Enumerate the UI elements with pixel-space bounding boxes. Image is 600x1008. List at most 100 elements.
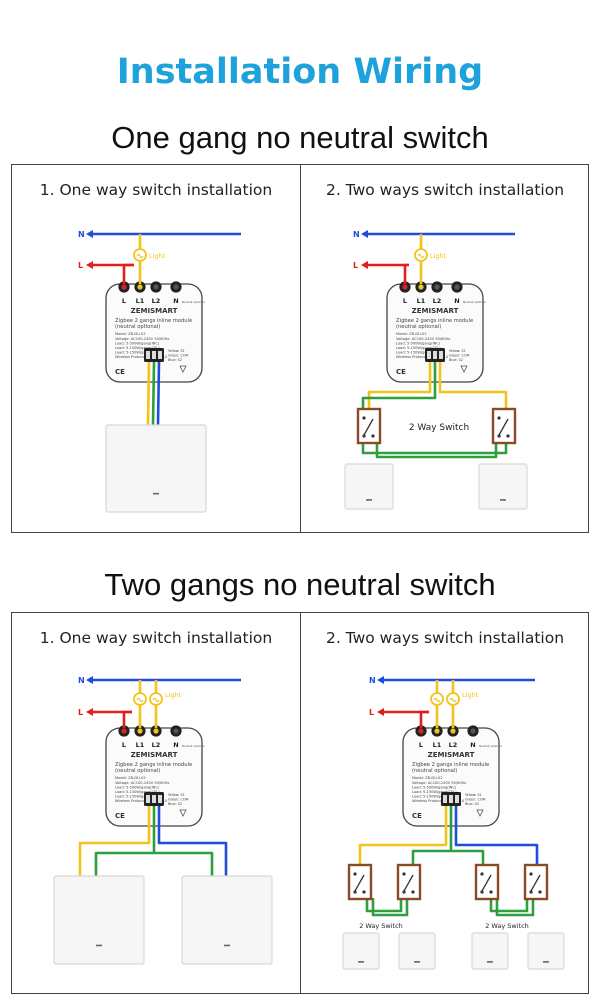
two-way-switch-left-lever <box>363 418 374 436</box>
panel-divider <box>300 165 301 532</box>
wire-legend: Yellow: S1 <box>168 349 185 353</box>
switch-wire-yellow-2 <box>438 362 508 409</box>
terminal-slot <box>443 795 447 803</box>
terminal-l2-core <box>153 728 159 734</box>
bulb-icon-filament <box>433 697 441 703</box>
terminal-slot <box>158 795 162 803</box>
terminal-label: L2 <box>449 741 458 749</box>
brand-logo: ZEMISMART <box>131 307 178 315</box>
two-way-switch-right-contact <box>497 434 501 438</box>
wire-legend: Green: COM <box>168 354 189 358</box>
terminal-label: L1 <box>136 297 145 305</box>
two-way-switch-2-lever <box>403 874 414 892</box>
wire-legend: Blue: S2 <box>465 802 479 806</box>
wall-switch-plate-1-indicator <box>358 961 364 963</box>
switch-label: 2 Way Switch <box>409 423 469 433</box>
wire-legend: Green: COM <box>465 798 486 802</box>
recycle-icon <box>179 809 187 817</box>
terminal-label: L1 <box>136 741 145 749</box>
two-way-switch-right-contact <box>497 416 501 420</box>
wire-legend: Yellow: S1 <box>449 349 466 353</box>
terminal-l-core <box>121 728 127 734</box>
switch-wire-yellow <box>78 806 151 876</box>
terminal-l-core <box>418 728 424 734</box>
ce-mark: CE <box>115 812 125 820</box>
terminal-slot <box>158 351 162 359</box>
bulb-icon-filament <box>152 697 160 703</box>
traveller-wire-left <box>365 898 403 913</box>
module-spec-line: Model: ZB-DU-02 <box>115 776 146 780</box>
traveller-wire-left-2 <box>371 898 409 917</box>
wire-legend: Blue: S2 <box>168 358 182 362</box>
brand-logo: ZEMISMART <box>428 751 475 759</box>
neutral-wire-label: N <box>78 230 85 239</box>
wall-switch-plate-3-indicator <box>487 961 493 963</box>
switch-wire-green <box>151 361 156 426</box>
two-way-switch-1-contact <box>362 890 366 894</box>
module-spec-line: Wireless Protocol: Zigbee 3.0 <box>115 799 168 803</box>
neutral-note: Neutral optional <box>182 744 205 748</box>
wall-switch-plate-left-indicator <box>366 499 372 501</box>
two-way-switch-right-lever <box>498 418 509 436</box>
wall-switch-plate-right-indicator <box>500 499 506 501</box>
panel-title: 1. One way switch installation <box>39 629 273 647</box>
recycle-icon <box>179 365 187 373</box>
module-spec-line: Load: 5-150W/gang(LED) <box>115 351 161 355</box>
neutral-note: Neutral optional <box>182 300 205 304</box>
two-way-switch-right-contact <box>506 434 510 438</box>
two-way-switch-4-contact <box>538 890 542 894</box>
switch-wire-green-2 <box>154 851 214 876</box>
brand-logo: ZEMISMART <box>412 307 459 315</box>
terminal-slot <box>433 351 437 359</box>
switch-label: 2 Way Switch <box>359 922 403 930</box>
switch-wire-green <box>94 806 156 876</box>
terminal-l1-core <box>434 728 440 734</box>
terminal-l2-core <box>450 728 456 734</box>
module-spec-line: (neutral optional) <box>115 768 160 774</box>
terminal-slot <box>146 351 150 359</box>
wire-legend: Green: COM <box>449 354 470 358</box>
wire-legend: Blue: S2 <box>449 358 463 362</box>
module-spec-line: Model: ZB-DU-02 <box>412 776 443 780</box>
wall-switch-plate-2-indicator <box>414 961 420 963</box>
terminal-n-core <box>470 728 476 734</box>
two-way-switch-1-lever <box>354 874 365 892</box>
wall-switch-plate-indicator <box>153 492 159 495</box>
traveller-wire-right-2 <box>495 898 535 917</box>
wire-legend: Blue: S2 <box>168 802 182 806</box>
module-spec-line: Zigbee 2 gangs inline module <box>396 318 473 324</box>
ce-mark: CE <box>396 368 406 376</box>
switch-wire-green <box>411 806 453 865</box>
wire-legend: Yellow: S1 <box>168 793 185 797</box>
terminal-slot <box>152 795 156 803</box>
wall-switch-plate-2-indicator <box>224 944 230 947</box>
traveller-wire-right <box>489 898 529 913</box>
light-label: Light <box>430 252 447 260</box>
module-spec-line: Load: 5-500W/gang(INC) <box>115 341 160 345</box>
terminal-slot <box>146 795 150 803</box>
light-label: Light <box>462 691 479 699</box>
wall-switch-plate <box>105 424 207 513</box>
live-wire-label: L <box>78 261 83 270</box>
terminal-label: L <box>419 741 423 749</box>
bulb-icon-filament <box>136 253 144 259</box>
two-way-switch-1-contact <box>353 872 357 876</box>
module-spec-line: Wireless Protocol: Zigbee 3.0 <box>115 355 168 359</box>
wire-legend: Green: COM <box>168 798 189 802</box>
module-spec-line: Zigbee 2 gangs inline module <box>412 762 489 768</box>
live-wire <box>122 710 132 728</box>
wall-switch-plate-left <box>344 463 394 510</box>
bulb-icon-filament <box>136 697 144 703</box>
two-way-switch-3-lever <box>481 874 492 892</box>
neutral-wire-arrow <box>86 230 93 238</box>
switch-wire-yellow <box>367 362 432 409</box>
two-way-switch-4-contact <box>529 872 533 876</box>
two-way-switch-2-contact <box>402 890 406 894</box>
wall-switch-plate-2 <box>181 875 273 965</box>
